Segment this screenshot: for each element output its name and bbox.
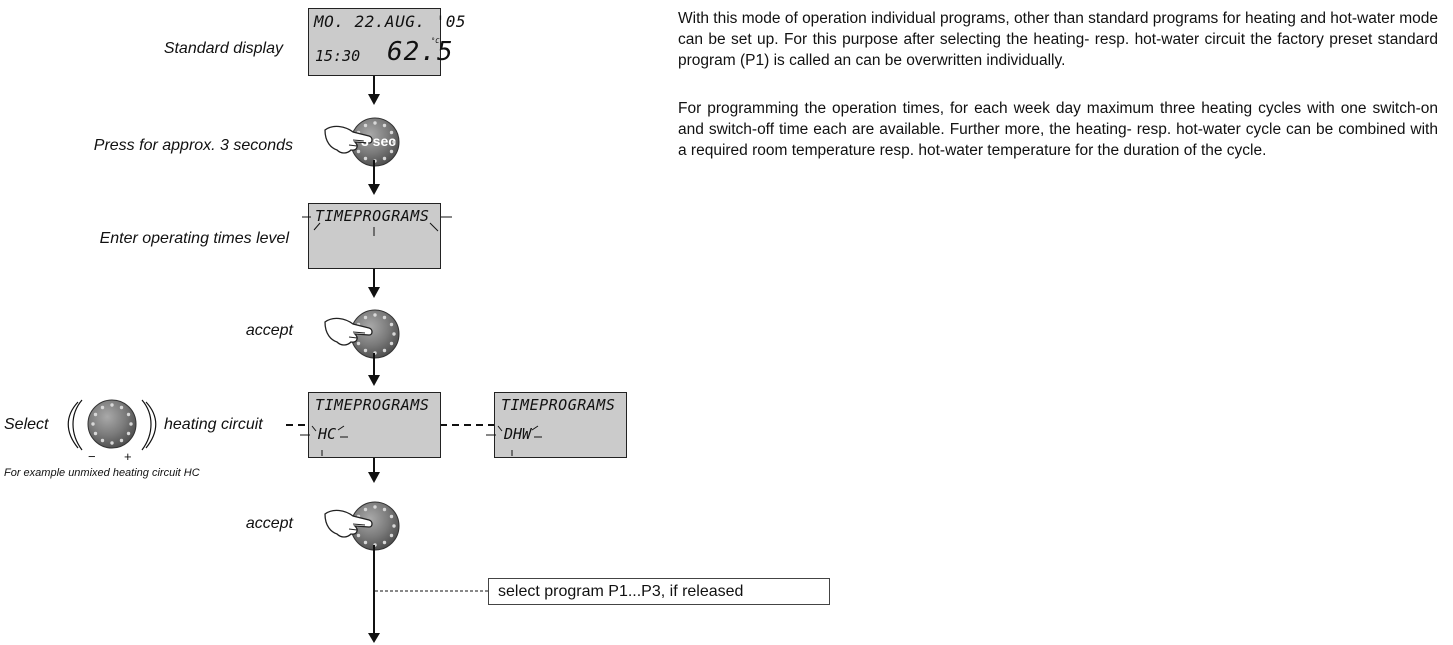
arrow-down-icon bbox=[368, 94, 380, 105]
arrow-down-icon bbox=[368, 633, 380, 643]
label-standard-display: Standard display bbox=[163, 40, 283, 57]
flash-marks-icon bbox=[300, 425, 348, 456]
rotate-knob[interactable] bbox=[64, 392, 164, 464]
flow-line-6 bbox=[373, 545, 375, 635]
knob-3s-label: 3 sec bbox=[361, 133, 397, 149]
paragraph-programming: For programming the operation times, for… bbox=[678, 100, 1438, 159]
lcd-date: MO. 22.AUG. '05 bbox=[314, 12, 466, 31]
lcd-dhw-line1: TIMEPROGRAMS bbox=[501, 396, 616, 414]
label-press-3-seconds: Press for approx. 3 seconds bbox=[93, 137, 293, 154]
flow-line-1 bbox=[373, 76, 375, 96]
arrow-down-icon bbox=[368, 472, 380, 483]
arrow-down-icon bbox=[368, 375, 380, 386]
lcd-timeprograms-dhw: TIMEPROGRAMS DHW bbox=[494, 392, 627, 458]
flow-line-5 bbox=[373, 458, 375, 474]
dotted-connector bbox=[375, 590, 488, 592]
flow-line-3 bbox=[373, 269, 375, 289]
accept-knob-2[interactable] bbox=[300, 496, 410, 556]
label-enter-operating-times-level: Enter operating times level bbox=[99, 230, 289, 247]
label-heating-circuit: heating circuit bbox=[164, 416, 263, 433]
arrow-down-icon bbox=[368, 287, 380, 298]
flash-marks-icon bbox=[486, 425, 542, 456]
label-accept-1: accept bbox=[245, 322, 293, 339]
lcd-hc-line1: TIMEPROGRAMS bbox=[315, 396, 430, 414]
arrow-down-icon bbox=[368, 184, 380, 195]
lcd-timeprograms-text: TIMEPROGRAMS bbox=[315, 207, 430, 225]
flash-marks-icon bbox=[302, 216, 452, 236]
label-example-note: For example unmixed heating circuit HC bbox=[4, 467, 200, 479]
label-select: Select bbox=[4, 416, 49, 433]
lcd-timeprograms-flashing: TIMEPROGRAMS bbox=[308, 203, 441, 269]
lcd-standard-display: MO. 22.AUG. '05 15:30 62.5 °C bbox=[308, 8, 466, 76]
lcd-temp-unit: °C bbox=[431, 37, 440, 45]
paragraph-intro: With this mode of operation individual p… bbox=[678, 10, 1438, 69]
plus-sign: + bbox=[124, 449, 132, 464]
lcd-temperature: 62.5 bbox=[387, 37, 454, 67]
flow-line-4 bbox=[373, 353, 375, 377]
flow-line-2 bbox=[373, 160, 375, 186]
dashed-connector bbox=[286, 424, 494, 426]
lcd-hc-line2: HC bbox=[318, 425, 337, 443]
lcd-timeprograms-hc: TIMEPROGRAMS HC bbox=[308, 392, 441, 458]
lcd-dhw-line2: DHW bbox=[504, 425, 532, 443]
accept-knob-1[interactable] bbox=[300, 304, 410, 364]
callout-select-program: select program P1...P3, if released bbox=[488, 578, 830, 605]
label-accept-2: accept bbox=[245, 515, 293, 532]
lcd-time: 15:30 bbox=[315, 47, 361, 65]
minus-sign: − bbox=[88, 449, 96, 464]
